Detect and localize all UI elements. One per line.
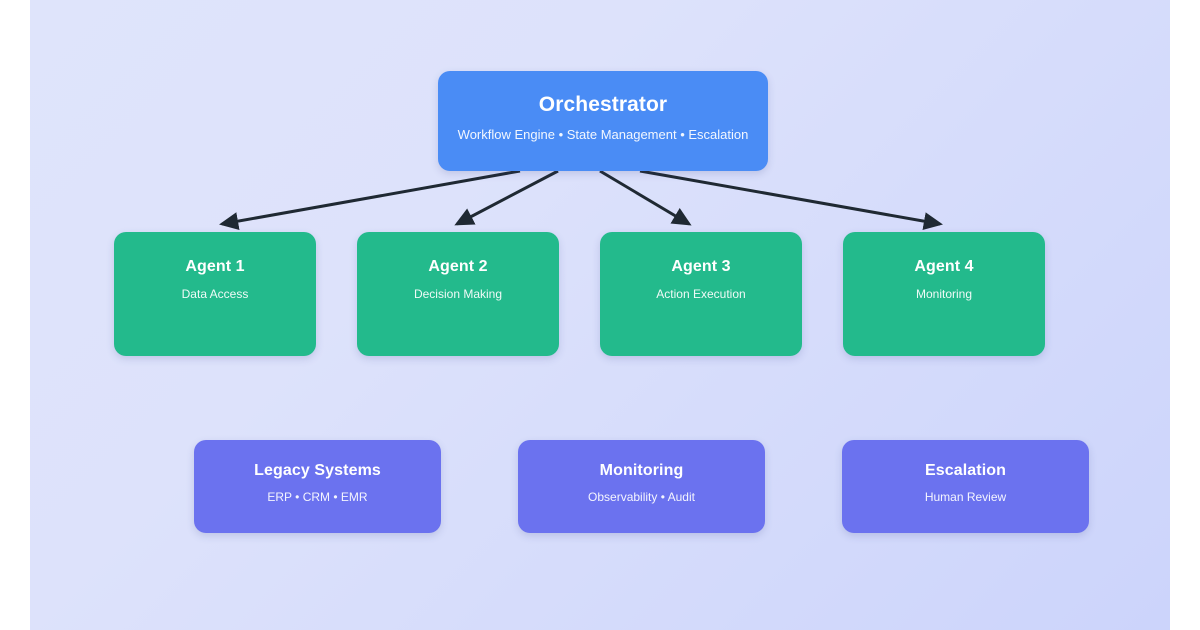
- node-agent-4-subtitle: Monitoring: [915, 286, 973, 301]
- node-agent-1-title: Agent 1: [185, 258, 245, 275]
- node-agent-2[interactable]: Agent 2 Decision Making: [357, 232, 559, 356]
- node-agent-4-title: Agent 4: [914, 258, 974, 275]
- node-agent-2-title: Agent 2: [428, 258, 488, 275]
- node-legacy-systems[interactable]: Legacy Systems ERP • CRM • EMR: [194, 440, 441, 533]
- diagram-canvas: Orchestrator Workflow Engine • State Man…: [30, 0, 1170, 630]
- node-escalation[interactable]: Escalation Human Review: [842, 440, 1089, 533]
- node-agent-3-title: Agent 3: [671, 258, 731, 275]
- node-agent-2-subtitle: Decision Making: [413, 286, 503, 301]
- node-agent-1-subtitle: Data Access: [181, 286, 249, 301]
- node-escalation-subtitle: Human Review: [924, 489, 1007, 504]
- node-orchestrator-subtitle: Workflow Engine • State Management • Esc…: [457, 127, 749, 143]
- node-monitoring-title: Monitoring: [599, 462, 684, 479]
- edge-orchestrator-to-agent-2: [454, 169, 559, 226]
- node-agent-3[interactable]: Agent 3 Action Execution: [600, 232, 802, 356]
- node-agent-3-subtitle: Action Execution: [656, 286, 746, 301]
- node-agent-1[interactable]: Agent 1 Data Access: [114, 232, 316, 356]
- node-escalation-title: Escalation: [924, 462, 1007, 479]
- edge-orchestrator-to-agent-3: [599, 169, 692, 226]
- node-legacy-systems-title: Legacy Systems: [254, 462, 381, 479]
- edge-orchestrator-to-agent-1: [219, 169, 521, 231]
- edge-orchestrator-to-agent-4: [639, 169, 943, 231]
- node-orchestrator-title: Orchestrator: [538, 93, 668, 116]
- node-monitoring-subtitle: Observability • Audit: [588, 489, 695, 504]
- node-legacy-systems-subtitle: ERP • CRM • EMR: [267, 489, 368, 504]
- node-agent-4[interactable]: Agent 4 Monitoring: [843, 232, 1045, 356]
- node-orchestrator[interactable]: Orchestrator Workflow Engine • State Man…: [438, 71, 768, 171]
- node-monitoring[interactable]: Monitoring Observability • Audit: [518, 440, 765, 533]
